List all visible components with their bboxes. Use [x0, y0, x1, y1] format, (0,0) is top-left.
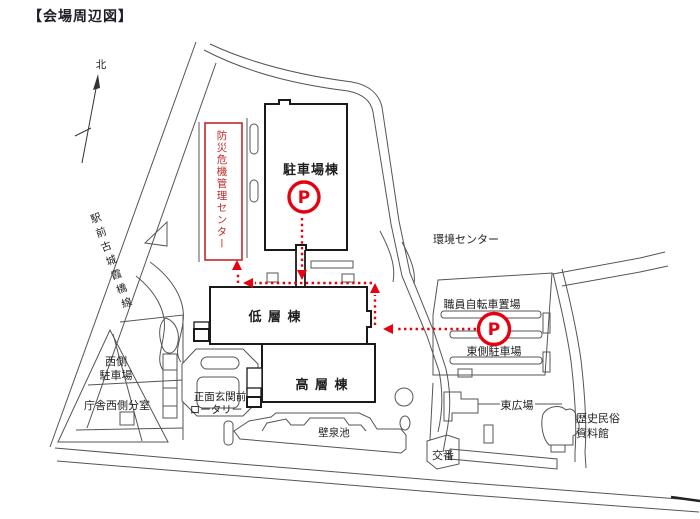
- label-west-parking-2: 駐車場: [100, 368, 133, 382]
- page-title: 【会場周辺図】: [28, 9, 133, 25]
- north-arrow: 北: [74, 59, 107, 164]
- label-environment-center: 環境センター: [433, 232, 499, 246]
- label-rotary-1: 正面玄関前: [194, 390, 247, 403]
- label-west-parking-1: 西側: [105, 355, 127, 368]
- high-rise-building: [261, 343, 376, 403]
- parking-p-west: P: [298, 188, 310, 208]
- label-east-plaza: 東広場: [501, 399, 534, 412]
- buildings: [193, 99, 376, 408]
- label-office-west-annex: 庁舎西側分室: [84, 398, 150, 412]
- label-high-rise: 高 層 棟: [295, 377, 348, 393]
- label-staff-bicycle-parking: 職員自転車置場: [444, 297, 521, 311]
- label-museum-1: 歴史民俗: [576, 412, 620, 425]
- label-museum-2: 資料館: [576, 426, 609, 440]
- label-low-rise: 低 層 棟: [247, 309, 301, 325]
- map-labels: 駐車場棟 低 層 棟 高 層 棟 環境センター 職員自転車置場 東側駐車場 西側…: [84, 162, 620, 462]
- road-network: [49, 41, 700, 513]
- parking-marker-west: P: [287, 180, 321, 214]
- label-police-box: 交番: [432, 448, 454, 462]
- disaster-center-outline: [204, 122, 243, 261]
- route-arrows: [232, 218, 476, 334]
- label-parking-tower: 駐車場棟: [283, 162, 339, 178]
- label-rotary-2: ロータリー: [190, 404, 243, 416]
- north-label: 北: [96, 59, 107, 71]
- label-disaster-center: 防災危機管理センター: [215, 130, 228, 250]
- parking-p-east: P: [488, 320, 500, 340]
- parking-marker-east: P: [476, 311, 512, 347]
- label-east-parking: 東側駐車場: [467, 344, 522, 358]
- label-wall-fountain-pond: 壁泉池: [318, 426, 350, 439]
